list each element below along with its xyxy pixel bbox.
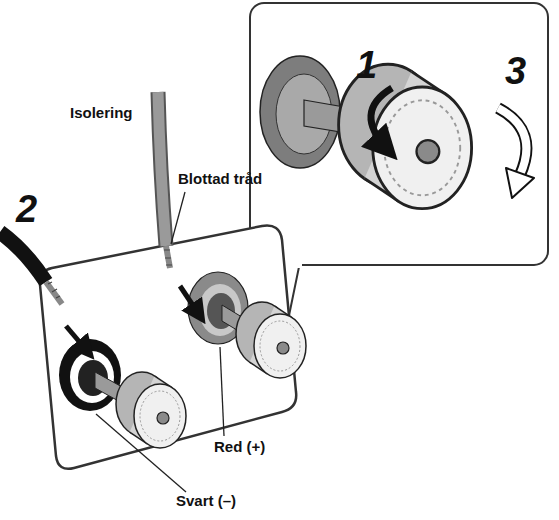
part-label: Isolering	[70, 104, 133, 121]
part-label: Blottad tråd	[178, 170, 262, 187]
callout-number: 3	[505, 50, 526, 94]
terminal-plate	[40, 226, 306, 469]
part-label: Red (+)	[214, 438, 265, 455]
inset-bubble	[250, 3, 548, 335]
leader-lines	[96, 192, 224, 492]
speaker-wires	[0, 92, 172, 304]
callout-number: 2	[16, 188, 37, 232]
part-label: Svart (–)	[176, 492, 236, 509]
insert-arrow	[180, 286, 200, 316]
callout-number: 1	[356, 44, 377, 88]
insert-arrow	[66, 326, 88, 352]
